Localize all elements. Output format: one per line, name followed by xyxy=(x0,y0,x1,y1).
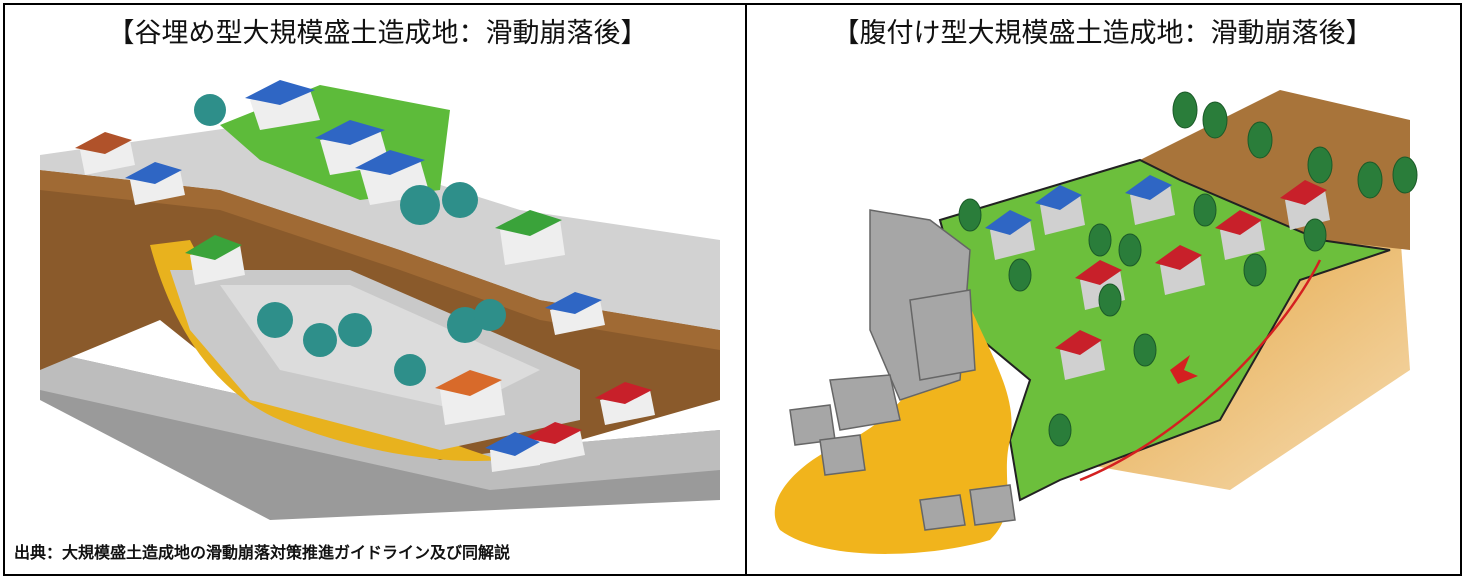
right-panel-title: 【腹付け型大規模盛土造成地：滑動崩落後】 xyxy=(832,18,1373,49)
slide-direction-arrow xyxy=(1170,355,1198,384)
houses-lower xyxy=(185,210,655,472)
slip-line xyxy=(1079,259,1322,482)
source-caption: 出典：大規模盛土造成地の滑動崩落対策推進ガイドライン及び同解説 xyxy=(14,543,511,562)
trees xyxy=(194,94,506,386)
side-hill-fill-landslide-illustration xyxy=(774,90,1418,554)
panel-divider xyxy=(745,3,747,576)
left-panel-title: 【谷埋め型大規模盛土造成地：滑動崩落後】 xyxy=(107,18,648,49)
trees xyxy=(958,91,1418,447)
rocks xyxy=(789,209,1016,531)
upper-terrace xyxy=(40,125,720,330)
grass-plateau xyxy=(938,158,1391,502)
valley-fill-landslide-illustration xyxy=(40,80,720,520)
